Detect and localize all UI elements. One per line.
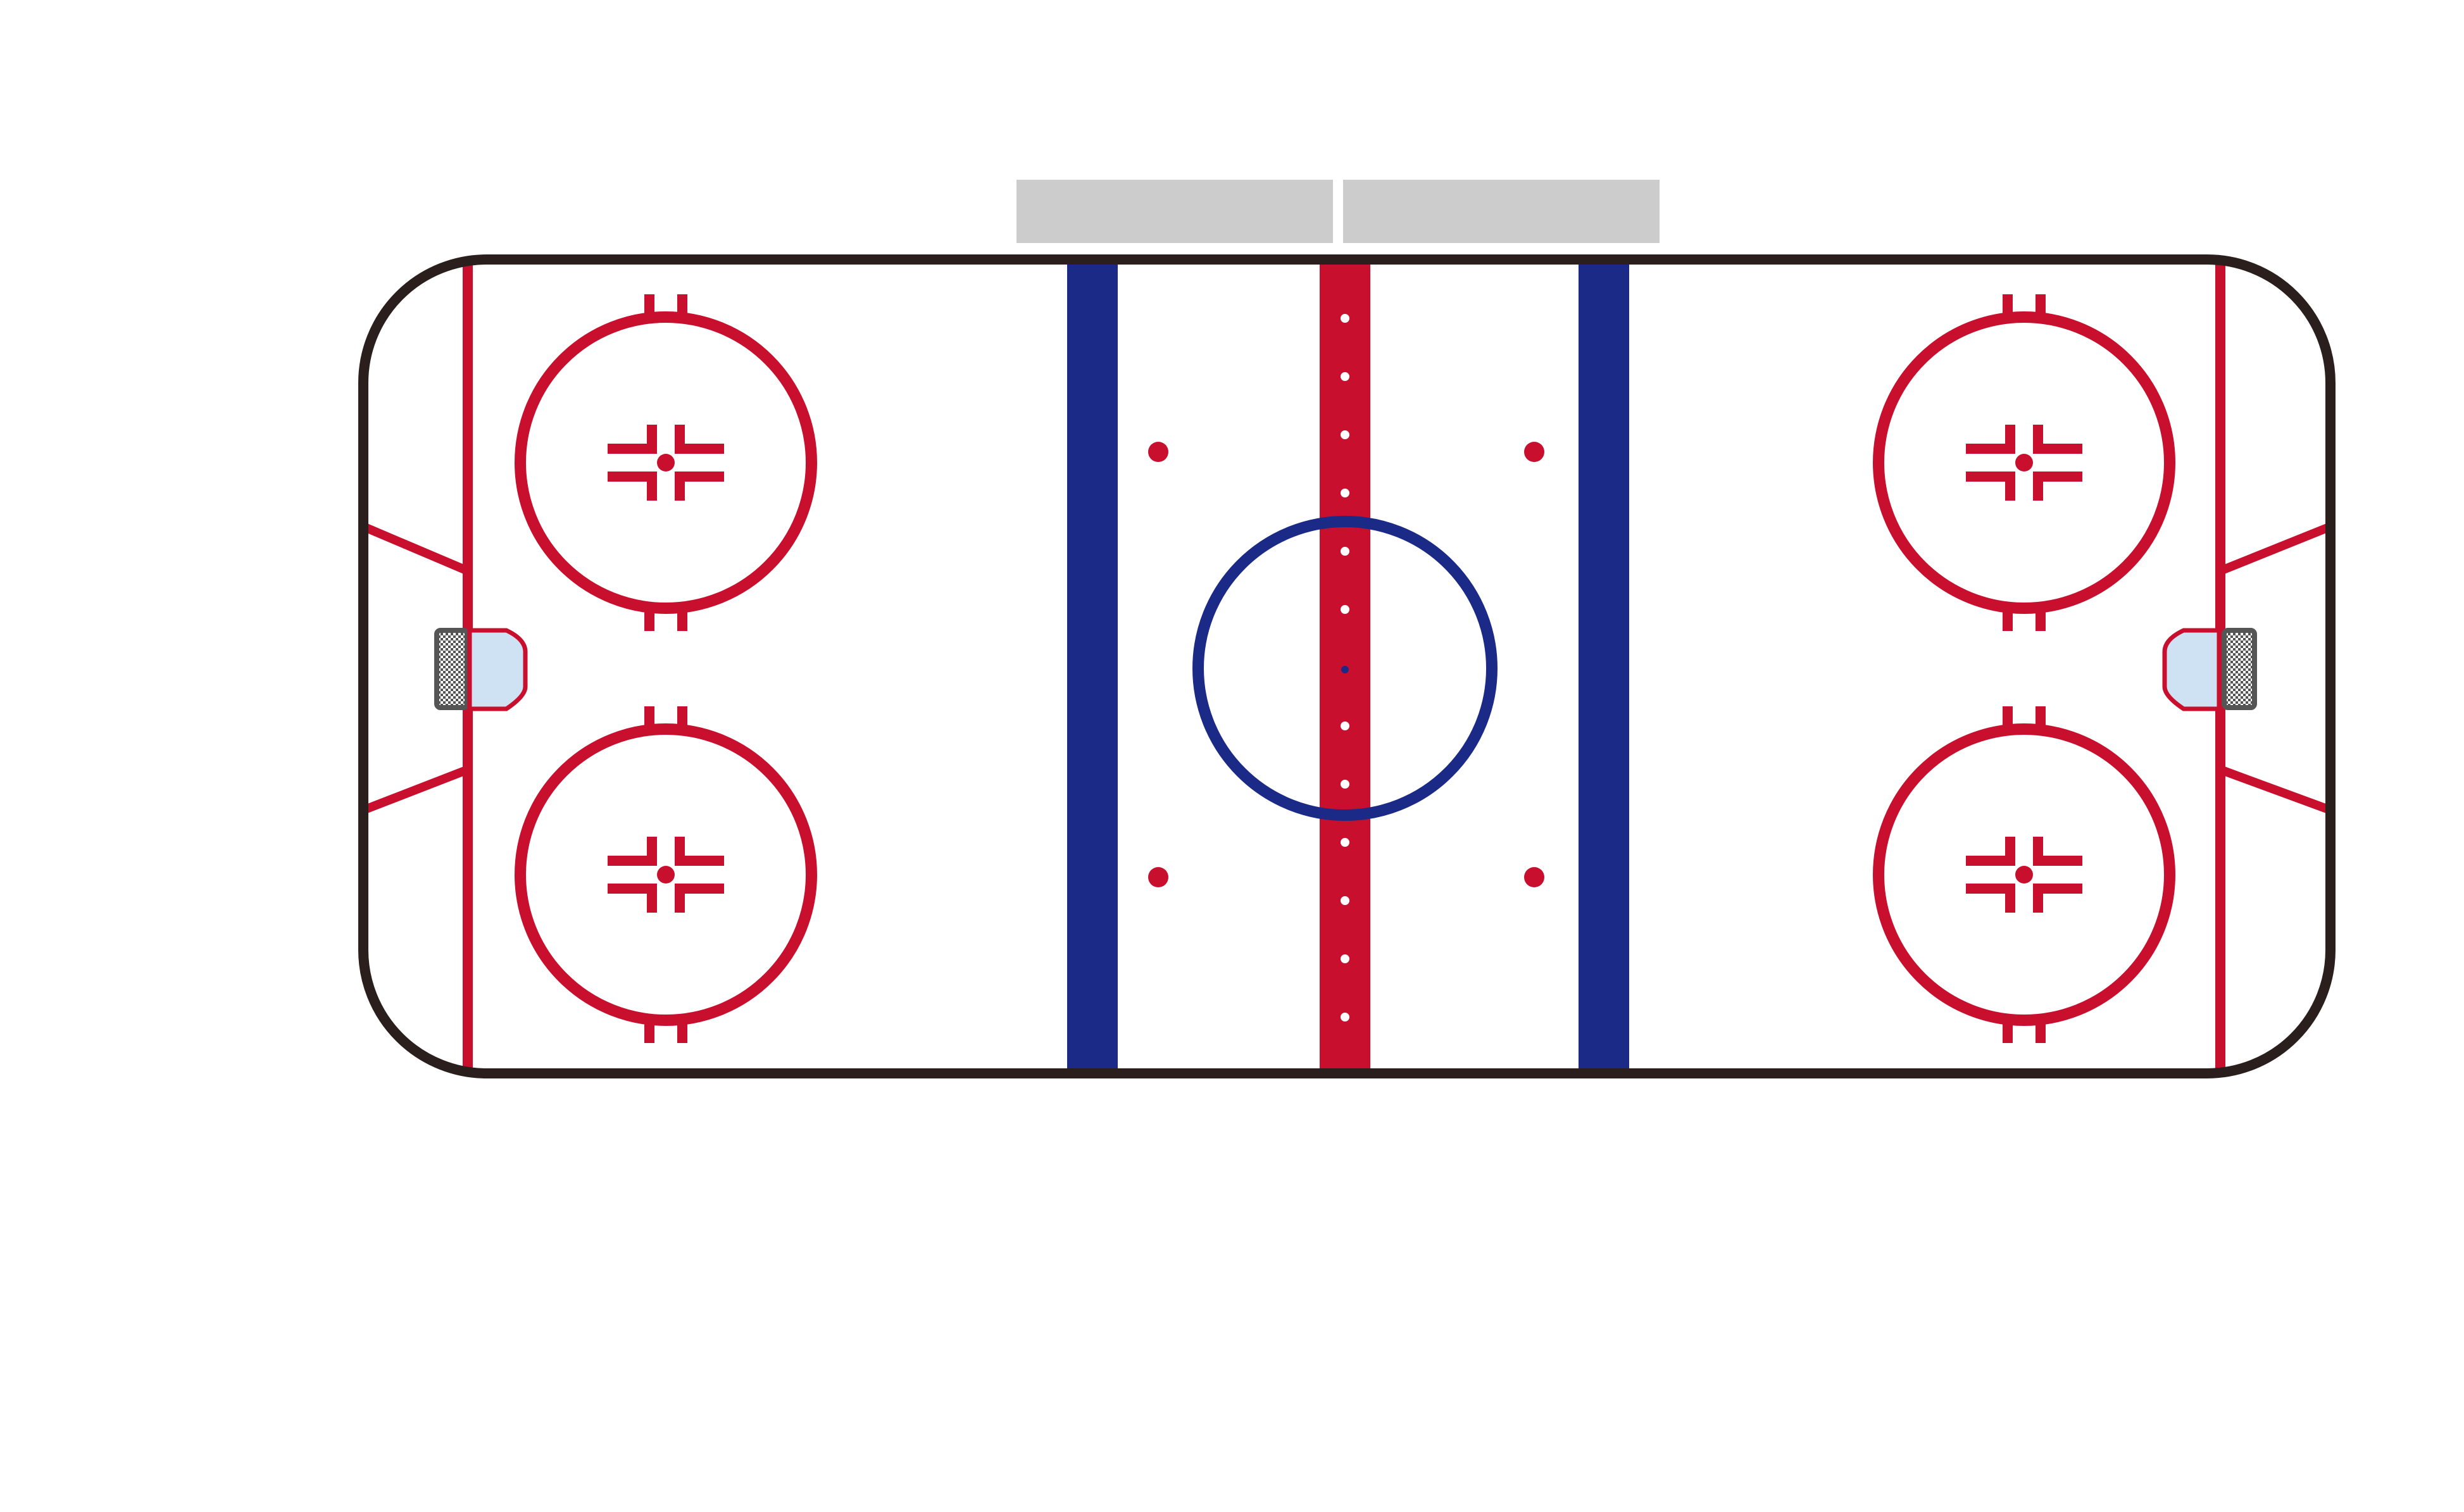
faceoff-l-marking: [2033, 425, 2082, 454]
faceoff-l-marking: [2033, 837, 2082, 866]
faceoff-l-marking: [1966, 837, 2015, 866]
faceoff-l-marking: [608, 884, 657, 913]
rink-boards: [358, 254, 2336, 1078]
faceoff-circles: [515, 294, 2175, 1043]
faceoff-l-marking: [1966, 884, 2015, 913]
faceoff-l-marking: [675, 837, 724, 866]
goal-zone-lines-left: [363, 522, 470, 815]
neutral-zone-dot: [1148, 867, 1168, 887]
faceoff-l-marking: [608, 425, 657, 454]
neutral-zone-dot: [1148, 442, 1168, 462]
center-line-dot: [1341, 372, 1349, 381]
goal-zone-lines-right: [2218, 522, 2330, 815]
faceoff-dot: [657, 866, 675, 884]
faceoff-l-marking: [675, 472, 724, 501]
faceoff-dot: [2015, 454, 2033, 472]
center-line-dot: [1341, 838, 1349, 847]
faceoff-l-marking: [1966, 425, 2015, 454]
goal-right: [2162, 628, 2257, 711]
faceoff-l-marking: [2033, 472, 2082, 501]
bench-right: [1343, 180, 1660, 243]
faceoff-circle-ring: [515, 311, 817, 614]
center-faceoff-dot: [1341, 666, 1349, 673]
faceoff-circle: [515, 294, 817, 631]
center-line-dot: [1341, 605, 1349, 614]
faceoff-l-marking: [608, 472, 657, 501]
faceoff-l-marking: [675, 425, 724, 454]
faceoff-l-marking: [675, 884, 724, 913]
center-line-dot: [1341, 547, 1349, 556]
center-line-dot: [1341, 954, 1349, 963]
goal-left: [434, 628, 528, 711]
faceoff-circle-ring: [1873, 311, 2175, 614]
center-line-dot: [1341, 1013, 1349, 1022]
faceoff-l-marking: [608, 837, 657, 866]
faceoff-circle-ring: [1873, 723, 2175, 1026]
faceoff-l-marking: [2033, 884, 2082, 913]
faceoff-dot: [2015, 866, 2033, 884]
goal-crease-right: [2162, 628, 2222, 711]
neutral-zone-dot: [1524, 442, 1544, 462]
faceoff-circle: [1873, 706, 2175, 1043]
center-line-dot: [1341, 722, 1349, 730]
center-line-dots: [1341, 314, 1349, 1022]
goal-crease-left: [467, 628, 528, 711]
faceoff-l-marking: [1966, 472, 2015, 501]
center-line-dot: [1341, 780, 1349, 789]
net-right: [2222, 628, 2257, 710]
neutral-zone-dot: [1524, 867, 1544, 887]
faceoff-circle: [1873, 294, 2175, 631]
center-line-dot: [1341, 489, 1349, 497]
faceoff-circle-ring: [515, 723, 817, 1026]
blue-line-left: [1067, 259, 1118, 1073]
bench-left: [1016, 180, 1333, 243]
center-line-dot: [1341, 314, 1349, 323]
center-circle: [1192, 516, 1498, 821]
center-line-dot: [1341, 430, 1349, 439]
blue-line-right: [1579, 259, 1629, 1073]
faceoff-circle: [515, 706, 817, 1043]
center-line-dot: [1341, 896, 1349, 905]
faceoff-dot: [657, 454, 675, 472]
net-left: [434, 628, 470, 710]
